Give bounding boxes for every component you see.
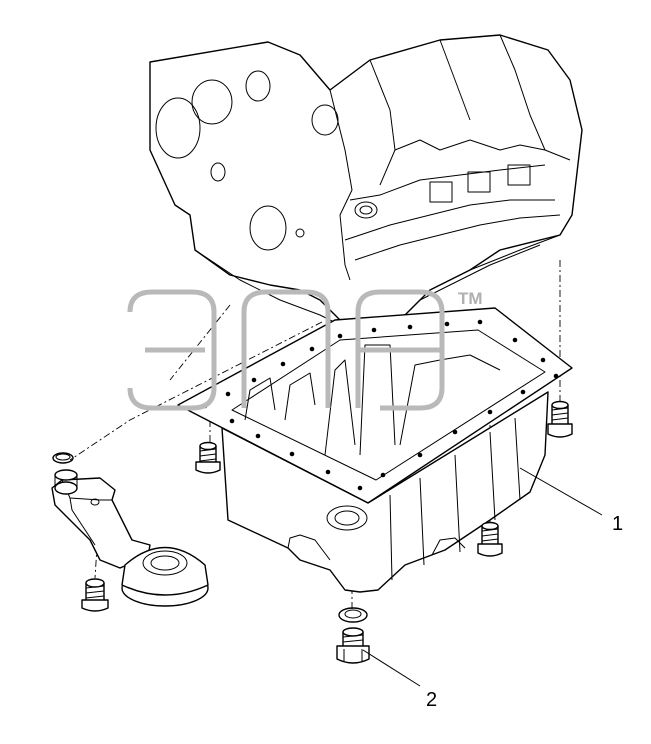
pan-bolt-right-lower: [477, 521, 503, 557]
drain-washer: [338, 607, 368, 623]
callout-label-2: 2: [426, 689, 437, 711]
oil-pan: [177, 307, 573, 593]
drain-plug: [336, 627, 370, 664]
pan-bolt-right-upper: [547, 400, 573, 438]
engine-block: [149, 34, 583, 331]
watermark-tm: TM: [458, 289, 483, 308]
oil-strainer: [51, 469, 209, 607]
watermark-logo: TM: [127, 289, 483, 411]
callout-1: 1: [519, 467, 623, 535]
callout-label-1: 1: [612, 513, 623, 535]
callout-2: 2: [362, 649, 437, 711]
o-ring: [52, 452, 74, 464]
pan-bolt-left: [195, 441, 221, 474]
strainer-bolt: [81, 578, 109, 612]
